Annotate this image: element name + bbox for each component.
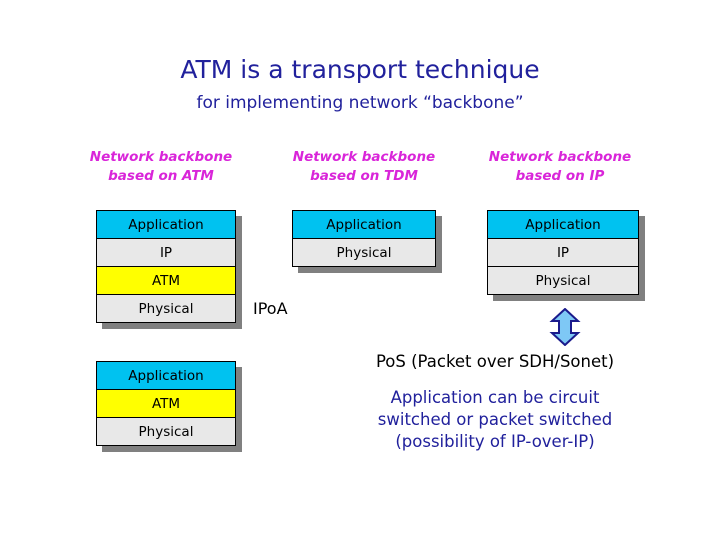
column-heading-atm-line2: based on ATM (108, 168, 214, 184)
protocol-stack-tdm: Application Physical (292, 210, 442, 273)
label-ipoa: IPoA (253, 299, 288, 318)
layer-box-physical: Physical (488, 267, 638, 295)
layer-box-ip: IP (488, 239, 638, 267)
column-heading-tdm-line1: Network backbone (292, 149, 436, 165)
column-heading-ip-line2: based on IP (515, 168, 605, 184)
layer-box-application: Application (293, 211, 435, 239)
layer-box-atm: ATM (97, 390, 235, 418)
protocol-stack-ip: Application IP Physical (487, 210, 645, 301)
layer-box-atm: ATM (97, 267, 235, 295)
label-pos: PoS (Packet over SDH/Sonet) (375, 352, 615, 371)
column-heading-tdm-line2: based on TDM (310, 168, 418, 184)
stack-body: Application IP ATM Physical (96, 210, 236, 323)
layer-box-physical: Physical (293, 239, 435, 267)
stack-body: Application IP Physical (487, 210, 639, 295)
column-heading-atm: Network backbone based on ATM (74, 148, 248, 186)
protocol-stack-atm: Application IP ATM Physical (96, 210, 242, 329)
stack-body: Application ATM Physical (96, 361, 236, 446)
column-heading-ip-line1: Network backbone (488, 149, 632, 165)
page-title: ATM is a transport technique (180, 55, 540, 84)
protocol-stack-bottom: Application ATM Physical (96, 361, 242, 452)
stack-body: Application Physical (292, 210, 436, 267)
double-arrow-shape (549, 307, 581, 347)
page-subtitle: for implementing network “backbone” (196, 93, 524, 113)
column-heading-ip: Network backbone based on IP (468, 148, 652, 186)
note-line-3: (possibility of IP-over-IP) (395, 432, 595, 451)
note-line-1: Application can be circuit (390, 388, 600, 407)
layer-box-physical: Physical (97, 418, 235, 446)
note-block: Application can be circuit switched or p… (325, 387, 665, 453)
column-heading-tdm: Network backbone based on TDM (272, 148, 456, 186)
column-heading-atm-line1: Network backbone (89, 149, 233, 165)
double-arrow-icon (548, 307, 582, 347)
layer-box-application: Application (97, 362, 235, 390)
layer-box-ip: IP (97, 239, 235, 267)
layer-box-application: Application (97, 211, 235, 239)
layer-box-application: Application (488, 211, 638, 239)
layer-box-physical: Physical (97, 295, 235, 323)
note-line-2: switched or packet switched (377, 410, 613, 429)
